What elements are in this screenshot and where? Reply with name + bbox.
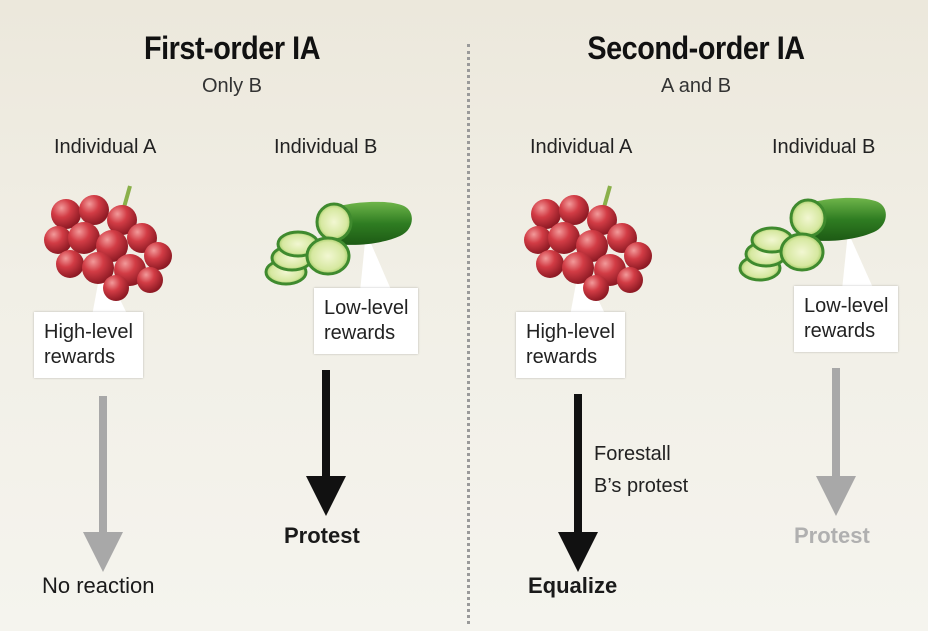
individual-a-label: Individual A — [530, 136, 633, 158]
outcome-protest: Protest — [284, 523, 360, 548]
panel-divider — [467, 44, 470, 624]
arrow-note: Forestall B’s protest — [594, 443, 689, 497]
callout-low-level-rewards: Low-level rewards — [794, 286, 899, 352]
panel-title: First-order IA — [143, 30, 321, 66]
panel-title: Second-order IA — [587, 30, 805, 66]
panel-subtitle: A and B — [660, 75, 732, 97]
outcome-no-reaction: No reaction — [42, 573, 155, 598]
pointer-left-b — [360, 232, 392, 292]
outcome-equalize: Equalize — [528, 573, 618, 598]
individual-a-label: Individual A — [54, 136, 157, 158]
pointer-right-b — [842, 232, 874, 290]
callout-low-level-rewards: Low-level rewards — [314, 288, 419, 354]
panel-subtitle: Only B — [201, 75, 263, 97]
first-order-panel: First-order IA Only B Individual A Indiv… — [34, 30, 419, 598]
individual-b-label: Individual B — [772, 136, 876, 158]
individual-b-label: Individual B — [274, 136, 378, 158]
outcome-protest-faded: Protest — [794, 523, 870, 548]
callout-high-level-rewards: High-level rewards — [516, 312, 625, 378]
callout-high-level-rewards: High-level rewards — [34, 312, 143, 378]
second-order-panel: Second-order IA A and B Individual A Ind… — [464, 0, 928, 631]
